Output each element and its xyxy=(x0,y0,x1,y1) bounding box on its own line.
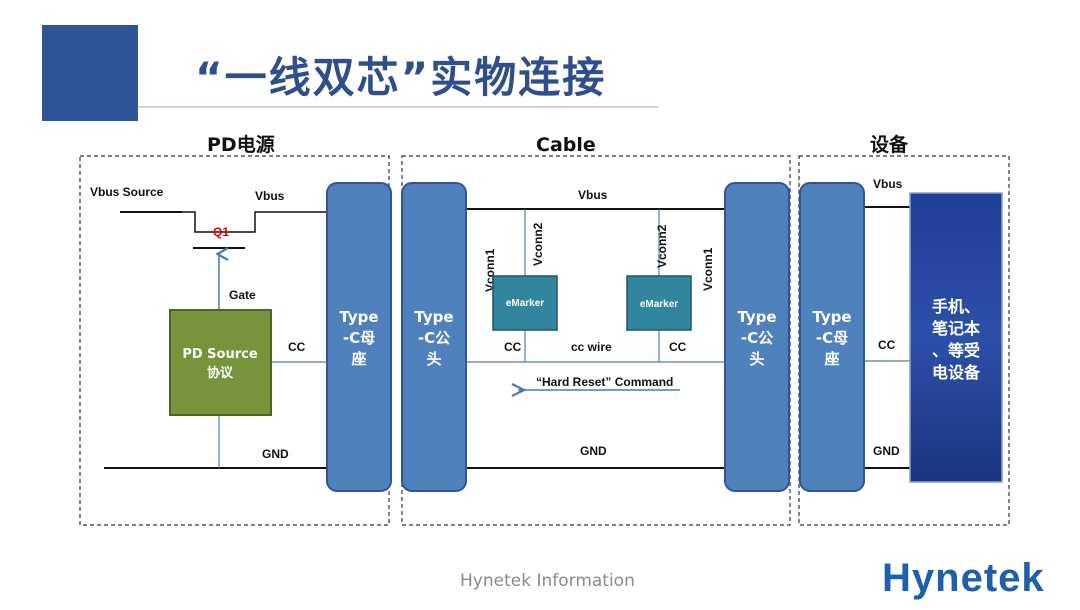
slide-title: “一线双芯”实物连接 xyxy=(195,53,607,102)
cc-wire-label: cc wire xyxy=(571,340,612,354)
cable-plug-left-connector xyxy=(401,182,467,492)
cable-plug-right-connector xyxy=(724,182,790,492)
pd-receptacle-label-1: Type xyxy=(339,308,378,326)
device-receptacle-label-2: -C母 xyxy=(816,329,848,347)
vbus-label-cable: Vbus xyxy=(578,188,608,202)
q1-label: Q1 xyxy=(213,225,229,239)
emarker-right-box xyxy=(626,275,692,331)
device-label-4: 电设备 xyxy=(932,363,981,382)
gnd-label-device: GND xyxy=(873,444,900,458)
title-underline xyxy=(138,106,658,108)
device-label-2: 笔记本 xyxy=(932,319,980,338)
device-receptacle-label-3: 座 xyxy=(823,350,839,368)
pd-receptacle-label-2: -C母 xyxy=(343,329,375,347)
cc-label-left: CC xyxy=(288,340,306,354)
emarker-left-label: eMarker xyxy=(506,298,544,309)
vbus-label-device: Vbus xyxy=(873,177,903,191)
title-accent-block xyxy=(42,25,138,121)
section-title-device: 设备 xyxy=(870,133,909,156)
device-label-3: 、等受 xyxy=(932,341,980,360)
cable-plug-left-label-1: Type xyxy=(414,308,453,326)
device-box xyxy=(909,192,1003,483)
pd-source-label-line1: PD Source xyxy=(182,347,258,362)
vbus-source-label: Vbus Source xyxy=(90,185,164,199)
cable-plug-left-label-2: -C公 xyxy=(418,329,450,347)
cable-plug-right-label-3: 头 xyxy=(749,350,764,368)
emarker-left-box xyxy=(492,275,558,331)
vconn2-label-left: Vconn2 xyxy=(531,222,545,266)
q1-transistor xyxy=(180,211,243,233)
pd-receptacle-connector xyxy=(326,182,392,492)
pd-receptacle-label-3: 座 xyxy=(350,350,366,368)
q1-transistor-right xyxy=(243,211,330,233)
emarker-right-label: eMarker xyxy=(640,299,678,310)
cable-plug-right-label-1: Type xyxy=(737,308,776,326)
gate-label: Gate xyxy=(229,288,256,302)
gnd-label-cable: GND xyxy=(580,444,607,458)
vconn2-label-right: Vconn2 xyxy=(655,224,669,268)
device-label-1: 手机、 xyxy=(932,297,980,316)
hard-reset-label: “Hard Reset” Command xyxy=(536,375,673,389)
cc-label-cable-left: CC xyxy=(504,340,522,354)
cable-plug-left-label-3: 头 xyxy=(426,350,441,368)
vbus-label-left: Vbus xyxy=(255,189,285,203)
vconn1-label-right: Vconn1 xyxy=(701,247,715,291)
pd-source-label-line2: 协议 xyxy=(207,365,234,381)
device-receptacle-label-1: Type xyxy=(812,308,851,326)
gnd-label-left: GND xyxy=(262,447,289,461)
footer-text: Hynetek Information xyxy=(460,571,635,591)
device-receptacle-connector xyxy=(799,182,865,492)
cc-label-device: CC xyxy=(878,338,896,352)
pd-source-box xyxy=(169,309,272,416)
hynetek-logo: Hynetek xyxy=(882,556,1045,600)
section-title-pd-source: PD电源 xyxy=(207,133,275,156)
cable-plug-right-label-2: -C公 xyxy=(741,329,773,347)
section-title-cable: Cable xyxy=(536,134,596,156)
cc-label-cable-right: CC xyxy=(669,340,687,354)
